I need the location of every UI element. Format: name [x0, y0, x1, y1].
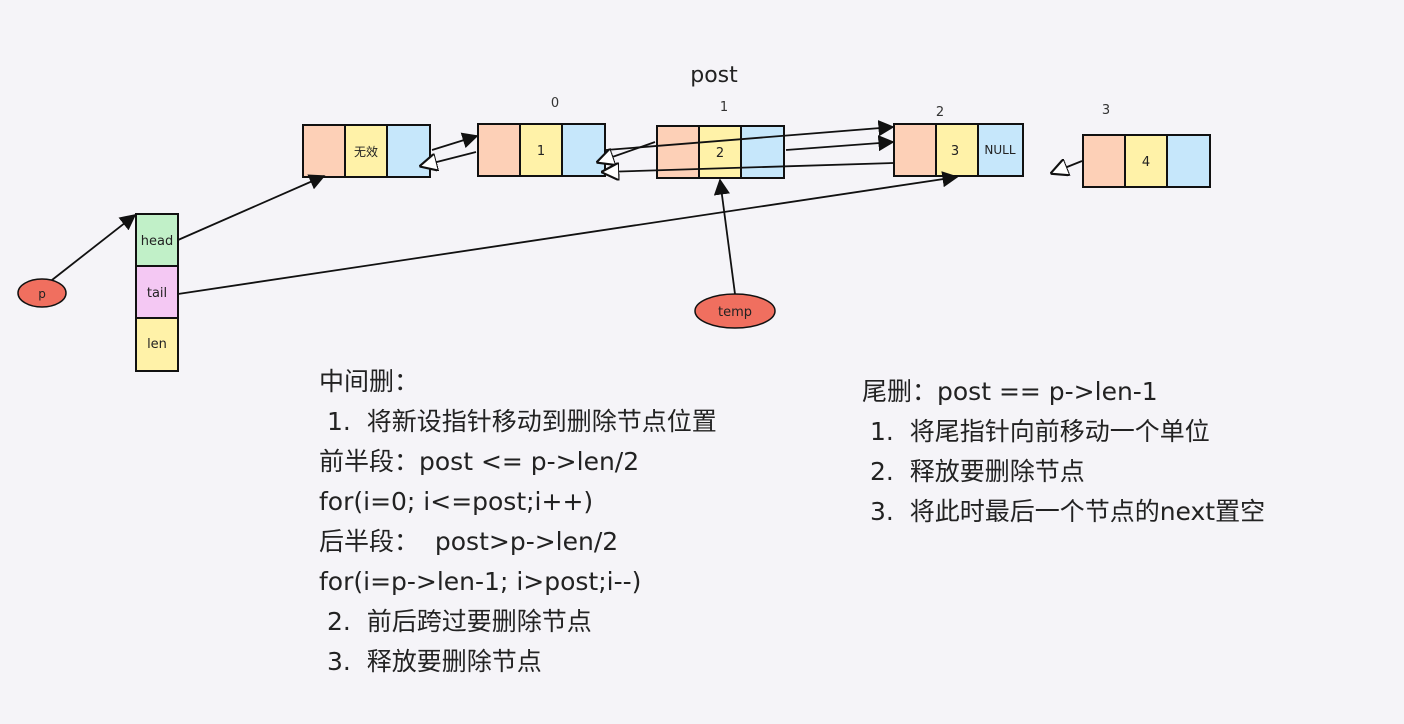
notes-middle-line-7: 3. 释放要删除节点	[319, 647, 542, 676]
node-3: 4	[1082, 134, 1211, 188]
arrow-temp-to-node1	[713, 178, 736, 295]
notes-middle-line-3: for(i=0; i<=post;i++)	[319, 487, 594, 516]
node-2: 3 NULL	[893, 123, 1024, 177]
node-0: 1	[477, 123, 606, 177]
arrow-tail-to-last	[177, 171, 959, 295]
node-3-value: 4	[1142, 155, 1150, 170]
notes-middle-line-2: 前半段：post <= p->len/2	[319, 447, 640, 476]
node-2-value: 3	[951, 144, 959, 159]
node-1-value: 2	[716, 146, 724, 161]
pointer-temp: temp	[694, 293, 776, 329]
list-struct: head tail len	[135, 213, 179, 372]
notes-tail-deletion: 尾删：post == p->len-1 1. 将尾指针向前移动一个单位 2. 释…	[862, 372, 1265, 532]
notes-middle-line-4: 后半段： post>p->len/2	[319, 527, 619, 556]
notes-tail-line-3: 3. 将此时最后一个节点的next置空	[862, 497, 1266, 526]
index-0: 0	[551, 96, 559, 111]
arrows	[51, 120, 1083, 295]
notes-middle-line-5: for(i=p->len-1; i>post;i--)	[319, 567, 642, 596]
notes-middle-deletion: 中间删： 1. 将新设指针移动到删除节点位置 前半段：post <= p->le…	[319, 362, 717, 682]
arrow-sentinel-next	[431, 132, 479, 151]
arrow-node1-next	[785, 135, 895, 152]
sentinel-node: 无效	[302, 124, 431, 178]
index-1: 1	[720, 100, 728, 115]
arrow-node1-prev	[598, 141, 656, 162]
post-label: post	[690, 63, 738, 88]
arrow-node3-prev	[1052, 161, 1083, 173]
pointer-p: p	[17, 278, 67, 308]
null-label: NULL	[984, 143, 1015, 157]
arrow-node2-skip-prev	[603, 162, 894, 172]
pointer-temp-label: temp	[718, 305, 752, 320]
notes-middle-line-1: 1. 将新设指针移动到删除节点位置	[319, 407, 717, 436]
notes-tail-line-1: 1. 将尾指针向前移动一个单位	[862, 417, 1210, 446]
notes-middle-title: 中间删：	[319, 367, 420, 396]
sentinel-label: 无效	[354, 144, 378, 159]
arrow-head-to-sentinel	[177, 174, 326, 241]
len-field: len	[147, 337, 167, 352]
node-0-value: 1	[537, 144, 545, 159]
notes-tail-line-2: 2. 释放要删除节点	[862, 457, 1085, 486]
head-field: head	[141, 234, 173, 249]
node-1: 2	[656, 125, 785, 179]
index-2: 2	[936, 105, 944, 120]
pointer-p-label: p	[38, 287, 46, 301]
index-3: 3	[1102, 103, 1110, 118]
arrow-p-to-struct	[51, 214, 137, 281]
arrow-node0-skip-next	[605, 120, 895, 151]
tail-field: tail	[147, 286, 167, 301]
notes-tail-title: 尾删：post == p->len-1	[862, 377, 1158, 406]
arrow-node0-prev	[421, 151, 477, 166]
notes-middle-line-6: 2. 前后跨过要删除节点	[319, 607, 592, 636]
